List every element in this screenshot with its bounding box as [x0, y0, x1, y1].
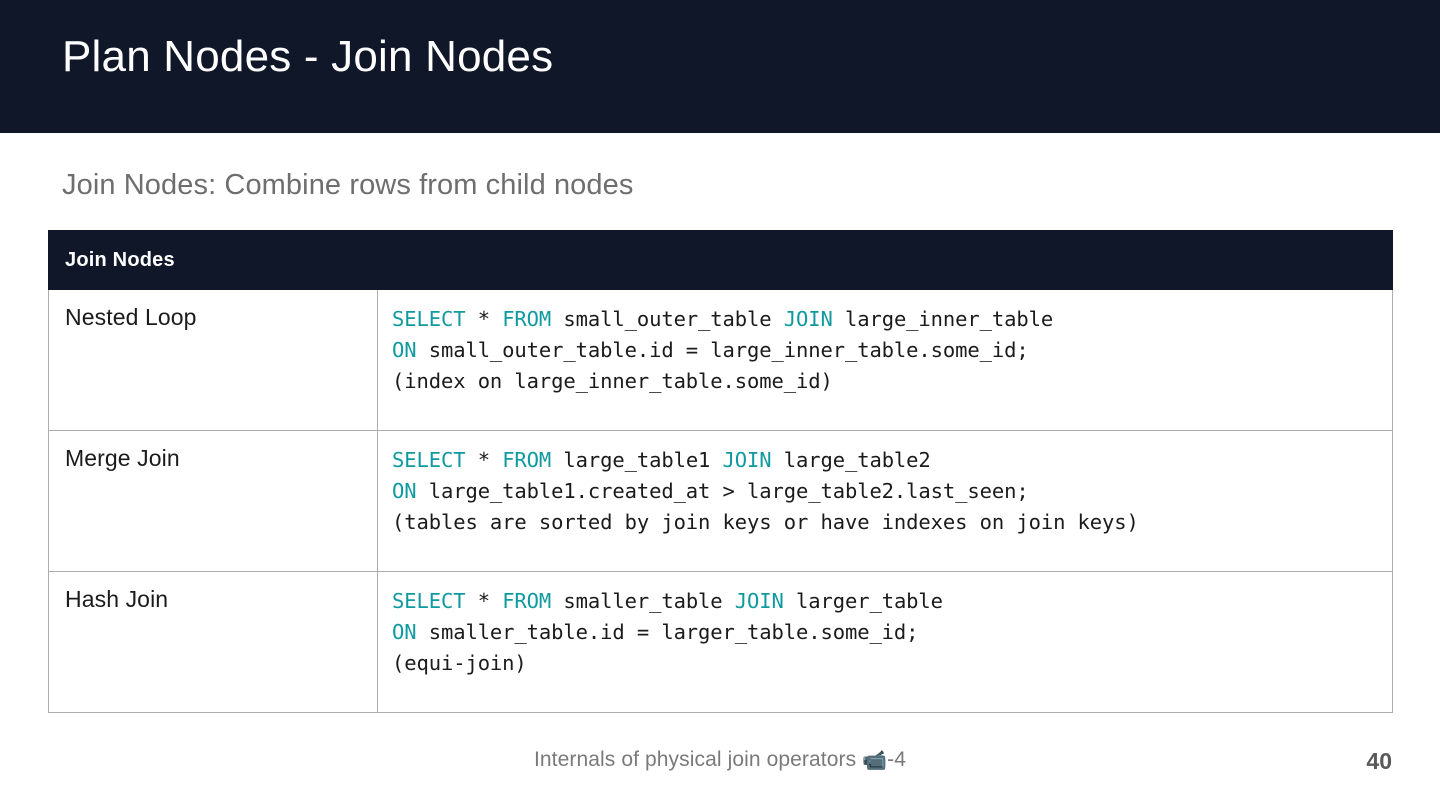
table-header-cell-empty: [377, 230, 1393, 290]
sql-text: (equi-join): [392, 651, 527, 676]
sql-keyword: JOIN: [734, 589, 784, 613]
slide-subtitle: Join Nodes: Combine rows from child node…: [62, 169, 634, 201]
table-cell-sql-example: SELECT * FROM small_outer_table JOIN lar…: [377, 289, 1393, 431]
sql-text: smaller_table.id = larger_table.some_id;: [416, 620, 919, 645]
sql-keyword: JOIN: [783, 307, 833, 331]
sql-text: large_table1.created_at > large_table2.l…: [416, 479, 1029, 504]
table-cell-node-name: Hash Join: [48, 571, 378, 713]
sql-text: (tables are sorted by join keys or have …: [392, 510, 1139, 535]
sql-code-block: SELECT * FROM large_table1 JOIN large_ta…: [392, 445, 1392, 538]
sql-keyword: FROM: [502, 307, 552, 331]
sql-text: larger_table: [783, 589, 943, 613]
sql-keyword: FROM: [502, 448, 552, 472]
page-number: 40: [1366, 748, 1392, 774]
table-row: Nested Loop SELECT * FROM small_outer_tab…: [48, 289, 1393, 431]
table-header-label: Join Nodes: [65, 248, 175, 271]
table-cell-sql-example: SELECT * FROM large_table1 JOIN large_ta…: [377, 430, 1393, 572]
sql-text: large_table1: [551, 448, 723, 472]
table-header-row: Join Nodes: [48, 230, 1393, 290]
sql-text: small_outer_table: [551, 307, 784, 331]
sql-keyword: ON: [392, 338, 417, 363]
sql-text: *: [465, 307, 503, 331]
sql-keyword: SELECT: [392, 589, 466, 613]
sql-text: *: [465, 589, 503, 613]
footer-text-before: Internals of physical join operators: [533, 748, 863, 771]
node-name-label: Hash Join: [65, 586, 169, 612]
table-cell-node-name: Merge Join: [48, 430, 378, 572]
node-name-label: Merge Join: [65, 445, 180, 471]
sql-text: large_table2: [771, 448, 931, 472]
video-camera-emoji: 📹: [862, 748, 888, 772]
footer-note: Internals of physical join operators 📹-4: [0, 748, 1440, 772]
table-header-cell-join-nodes: Join Nodes: [48, 230, 378, 290]
sql-keyword: ON: [392, 620, 417, 645]
sql-text: small_outer_table.id = large_inner_table…: [416, 338, 1029, 363]
table-cell-node-name: Nested Loop: [48, 289, 378, 431]
sql-keyword: JOIN: [722, 448, 772, 472]
sql-code-block: SELECT * FROM smaller_table JOIN larger_…: [392, 586, 1392, 679]
title-band: Plan Nodes - Join Nodes: [0, 0, 1440, 133]
sql-text: smaller_table: [551, 589, 735, 613]
sql-text: *: [465, 448, 503, 472]
sql-text: (index on large_inner_table.some_id): [392, 369, 833, 394]
sql-keyword: SELECT: [392, 448, 466, 472]
node-name-label: Nested Loop: [65, 304, 197, 330]
table-row: Merge Join SELECT * FROM large_table1 JOI…: [48, 430, 1393, 572]
sql-keyword: SELECT: [392, 307, 466, 331]
sql-code-block: SELECT * FROM small_outer_table JOIN lar…: [392, 304, 1392, 397]
sql-keyword: FROM: [502, 589, 552, 613]
table-row: Hash Join SELECT * FROM smaller_table JOI…: [48, 571, 1393, 713]
sql-text: large_inner_table: [832, 307, 1054, 331]
footer-text-after: -4: [887, 748, 907, 771]
sql-keyword: ON: [392, 479, 417, 504]
page-title: Plan Nodes - Join Nodes: [62, 32, 554, 81]
table-cell-sql-example: SELECT * FROM smaller_table JOIN larger_…: [377, 571, 1393, 713]
